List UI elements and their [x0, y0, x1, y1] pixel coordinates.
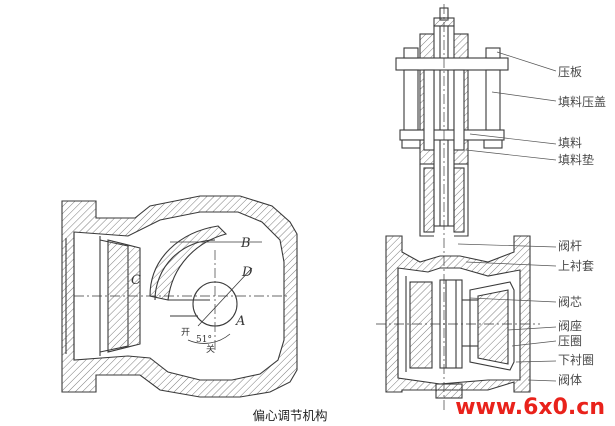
- letter-d: D: [241, 265, 253, 280]
- open-label: 开: [181, 327, 190, 338]
- letter-c: C: [131, 273, 141, 288]
- label-body: 阀体: [558, 373, 582, 387]
- right-section-view: [376, 4, 540, 410]
- watermark: www.6x0.cn: [455, 395, 605, 420]
- angle-label: 51°: [196, 335, 212, 345]
- label-packing-washer: 填料垫: [558, 152, 594, 167]
- label-lower-ring: 下衬圈: [558, 353, 594, 367]
- label-pressure-plate: 压板: [558, 65, 582, 79]
- letter-a: A: [235, 314, 245, 329]
- label-upper-bushing: 上衬套: [558, 259, 594, 273]
- eccentric-disc: [149, 225, 228, 301]
- letter-b: B: [240, 236, 251, 251]
- left-view-letters: B D C A 51° 开 关: [131, 236, 253, 355]
- figure-caption: 偏心调节机构: [252, 408, 327, 423]
- close-label: 关: [206, 343, 215, 355]
- label-packing-gland: 填料压盖: [558, 95, 606, 109]
- label-stem: 阀杆: [558, 239, 582, 253]
- right-view-labels: 压板 填料压盖 填料 填料垫 阀杆 上衬套 阀芯 阀座 压圈 下衬圈 阀体: [558, 65, 606, 387]
- label-packing: 填料: [558, 136, 582, 150]
- label-seat: 阀座: [558, 318, 582, 333]
- label-plug: 阀芯: [558, 295, 582, 309]
- leader-lines: [457, 51, 557, 382]
- label-retainer-ring: 压圈: [558, 334, 582, 348]
- left-section-view: [61, 195, 298, 398]
